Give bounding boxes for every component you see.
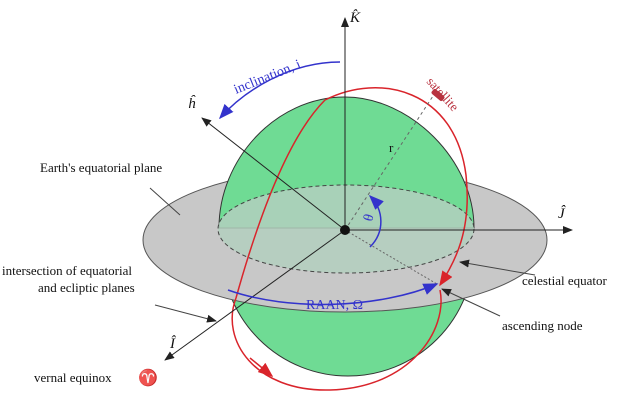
ascending-node-label: ascending node bbox=[502, 318, 583, 333]
orbit-arrow-bottom bbox=[249, 357, 274, 377]
intersection-label-line2: and ecliptic planes bbox=[38, 280, 135, 295]
inclination-arc bbox=[219, 61, 341, 120]
r-label: r bbox=[389, 140, 394, 155]
celestial-equator-label: celestial equator bbox=[522, 273, 607, 288]
i-axis bbox=[164, 229, 346, 361]
k-axis-label: K̂ bbox=[349, 10, 361, 26]
leader-ascending-node bbox=[441, 288, 501, 317]
theta-label: θ bbox=[361, 212, 377, 223]
j-axis-label: Ĵ bbox=[558, 205, 566, 222]
vernal-equinox-label: vernal equinox bbox=[34, 370, 112, 385]
h-axis-label: ĥ bbox=[188, 95, 196, 112]
orbit-front bbox=[231, 289, 442, 391]
leader-equatorial-plane bbox=[149, 187, 181, 216]
leader-intersection bbox=[154, 304, 217, 323]
earth-center bbox=[340, 225, 350, 235]
position-vector bbox=[344, 95, 434, 231]
orbit-back-left bbox=[235, 99, 326, 299]
theta-arc bbox=[368, 194, 384, 248]
satellite-marker bbox=[431, 89, 445, 101]
leader-celestial-equator bbox=[459, 259, 536, 276]
aries-symbol: ♈ bbox=[138, 368, 158, 387]
orbit-back bbox=[324, 87, 468, 287]
equatorial-plane-label: Earth's equatorial plane bbox=[40, 160, 162, 175]
i-axis-label: Î bbox=[169, 335, 176, 352]
h-axis bbox=[201, 117, 346, 231]
raan-arc bbox=[227, 283, 439, 306]
node-line bbox=[344, 229, 438, 285]
intersection-label-line1: intersection of equatorial bbox=[2, 263, 132, 278]
satellite-label: satellite bbox=[424, 74, 462, 114]
raan-label: RAAN, Ω bbox=[306, 298, 363, 313]
celestial-equator-ellipse bbox=[217, 184, 475, 274]
inclination-label: inclination, i bbox=[232, 57, 303, 97]
